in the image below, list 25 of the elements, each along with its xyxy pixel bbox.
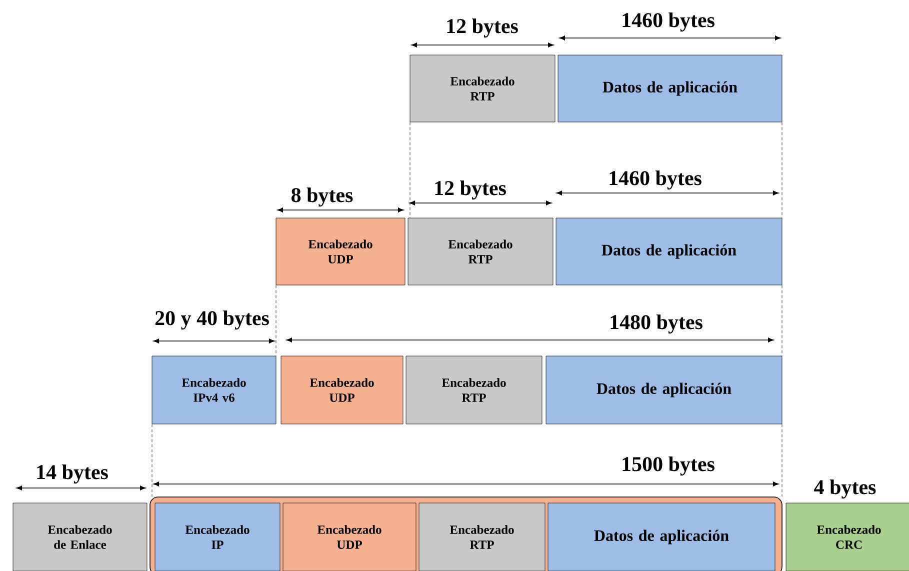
header-box: Encabezado CRC — [786, 502, 909, 571]
dimension-label: 1480 bytes — [610, 314, 702, 334]
header-box: Encabezado RTP — [418, 502, 546, 571]
dimension-label: 14 bytes — [37, 464, 108, 484]
header-box: Encabezado RTP — [408, 218, 554, 286]
header-box: Encabezado UDP — [276, 218, 406, 286]
header-box: Encabezado IP — [154, 502, 280, 571]
dimension-label: 12 bytes — [447, 18, 518, 38]
header-box: Encabezado IPv4 v6 — [152, 356, 276, 424]
data-box: Datos de aplicación — [546, 356, 782, 424]
dimension-label: 12 bytes — [435, 180, 506, 200]
dimension-label: 20 y 40 bytes — [155, 310, 269, 330]
header-box: Encabezado de Enlace — [12, 502, 148, 571]
dimension-label: 8 bytes — [292, 187, 353, 207]
data-box: Datos de aplicación — [548, 502, 776, 571]
header-box: Encabezado RTP — [406, 356, 542, 424]
dimension-label: 1500 bytes — [622, 456, 714, 476]
data-box: Datos de aplicación — [558, 54, 782, 122]
header-box: Encabezado UDP — [280, 356, 404, 424]
dimension-label: 1460 bytes — [610, 170, 702, 190]
dimension-label: 4 bytes — [814, 479, 876, 499]
header-box: Encabezado UDP — [282, 502, 416, 571]
dimension-label: 1460 bytes — [622, 12, 714, 32]
data-box: Datos de aplicación — [556, 218, 782, 286]
header-box: Encabezado RTP — [410, 54, 556, 122]
